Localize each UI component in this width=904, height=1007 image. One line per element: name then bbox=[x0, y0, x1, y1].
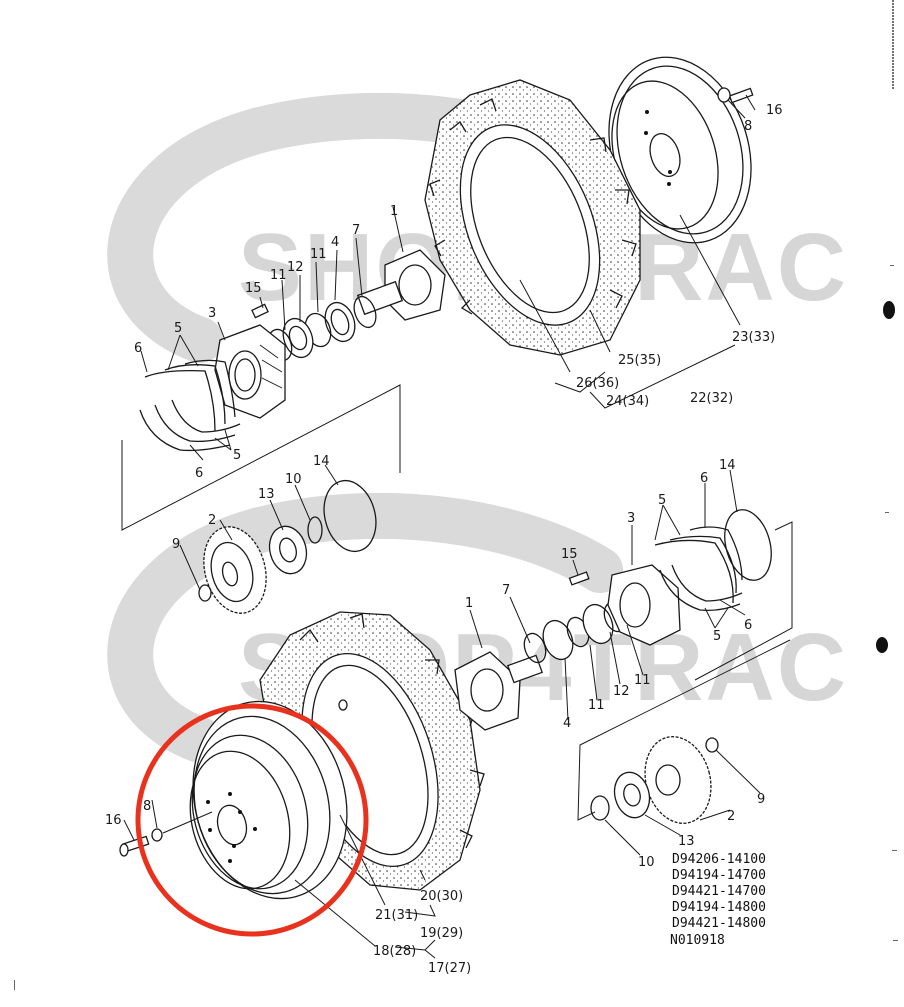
lower-group-bracket-lower bbox=[577, 639, 791, 821]
callout-25-35: 25(35) bbox=[618, 353, 661, 368]
middle-assembly bbox=[198, 479, 377, 614]
circlip-9 bbox=[198, 584, 212, 602]
upper-tire bbox=[424, 79, 641, 356]
callout-10-lower: 10 bbox=[638, 855, 655, 870]
lower-group-bracket-upper bbox=[694, 521, 793, 681]
callout-12: 12 bbox=[287, 260, 304, 275]
upper-bearings bbox=[267, 295, 377, 362]
callout-1-lower: 1 bbox=[465, 596, 473, 611]
lower-assembly bbox=[119, 509, 793, 900]
part-number-block: D94206-14100 D94194-14700 D94421-14700 D… bbox=[670, 852, 766, 948]
callout-1: 1 bbox=[390, 204, 398, 219]
callout-14-lower: 14 bbox=[719, 458, 736, 473]
lower-wheel-rim bbox=[189, 700, 348, 900]
callout-labels: 1 7 4 11 12 11 15 3 5 6 5 6 16 8 23(33) … bbox=[105, 103, 783, 976]
callout-14-middle: 14 bbox=[313, 454, 330, 469]
callout-23-33: 23(33) bbox=[732, 330, 775, 345]
bearing-13 bbox=[268, 525, 308, 575]
part-number-4: D94194-14800 bbox=[672, 900, 766, 915]
callout-16-upper: 16 bbox=[766, 103, 783, 118]
lower-bearing-13 bbox=[613, 771, 651, 819]
callout-3-lower: 3 bbox=[627, 511, 635, 526]
callout-4: 4 bbox=[331, 235, 339, 250]
upper-hub-flange bbox=[356, 249, 446, 321]
callout-8-upper: 8 bbox=[744, 119, 752, 134]
callout-9-middle: 9 bbox=[172, 537, 180, 552]
lower-bearings bbox=[523, 601, 627, 664]
callout-6a-lower: 6 bbox=[700, 471, 708, 486]
callout-11a: 11 bbox=[310, 247, 327, 262]
bevel-gear bbox=[203, 526, 267, 614]
callout-8-lower: 8 bbox=[143, 799, 151, 814]
callout-2-middle: 2 bbox=[208, 513, 216, 528]
callout-11b: 11 bbox=[270, 268, 287, 283]
circlip-10 bbox=[307, 516, 323, 544]
callout-22-32: 22(32) bbox=[690, 391, 733, 406]
highlight-circle bbox=[135, 703, 369, 937]
callout-2-lower: 2 bbox=[727, 809, 735, 824]
drawing-number: N010918 bbox=[670, 933, 725, 948]
callout-6b: 6 bbox=[195, 466, 203, 481]
upper-wheel-rim bbox=[608, 56, 752, 244]
callout-5b: 5 bbox=[233, 448, 241, 463]
callout-19-29: 19(29) bbox=[420, 926, 463, 941]
callout-3: 3 bbox=[208, 306, 216, 321]
callout-7: 7 bbox=[352, 223, 360, 238]
lower-circlip-9 bbox=[705, 737, 719, 753]
upper-shims bbox=[139, 359, 241, 452]
upper-group-bracket bbox=[121, 384, 401, 531]
callout-13-lower: 13 bbox=[678, 834, 695, 849]
callout-4-lower: 4 bbox=[563, 716, 571, 731]
part-number-2: D94194-14700 bbox=[672, 868, 766, 883]
lower-hub-flange bbox=[454, 651, 544, 731]
lower-circlip-10 bbox=[590, 795, 610, 821]
callout-7-lower: 7 bbox=[502, 583, 510, 598]
callout-5a-lower: 5 bbox=[658, 493, 666, 508]
callout-10-middle: 10 bbox=[285, 472, 302, 487]
callout-17-27: 17(27) bbox=[428, 961, 471, 976]
callout-15: 15 bbox=[245, 281, 262, 296]
callout-11b-lower: 11 bbox=[634, 673, 651, 688]
callout-13-middle: 13 bbox=[258, 487, 275, 502]
callout-21-31: 21(31) bbox=[375, 908, 418, 923]
callout-6a: 6 bbox=[134, 341, 142, 356]
part-number-1: D94206-14100 bbox=[672, 852, 766, 867]
lower-shims bbox=[654, 526, 743, 612]
callout-20-30: 20(30) bbox=[420, 889, 463, 904]
callout-11a-lower: 11 bbox=[588, 698, 605, 713]
callout-12-lower: 12 bbox=[613, 684, 630, 699]
lower-gear bbox=[644, 736, 712, 824]
part-number-3: D94421-14700 bbox=[672, 884, 766, 899]
leader-lines bbox=[123, 94, 761, 959]
callout-16-lower: 16 bbox=[105, 813, 122, 828]
part-number-5: D94421-14800 bbox=[672, 916, 766, 931]
upper-final-case bbox=[214, 303, 286, 419]
scan-artifacts bbox=[14, 0, 898, 990]
callout-6b-lower: 6 bbox=[744, 618, 752, 633]
callout-26-36: 26(36) bbox=[576, 376, 619, 391]
callout-24-34: 24(34) bbox=[606, 394, 649, 409]
callout-5b-lower: 5 bbox=[713, 629, 721, 644]
callout-18-28: 18(28) bbox=[373, 944, 416, 959]
lower-final-case bbox=[568, 564, 681, 646]
callout-9-lower: 9 bbox=[757, 792, 765, 807]
upper-assembly bbox=[121, 56, 754, 531]
callout-15-lower: 15 bbox=[561, 547, 578, 562]
lower-bolt-washer bbox=[119, 811, 213, 857]
lower-o-ring-14 bbox=[724, 509, 772, 581]
o-ring-14 bbox=[323, 479, 377, 553]
callout-5a: 5 bbox=[174, 321, 182, 336]
upper-bolt-washer bbox=[717, 87, 754, 104]
